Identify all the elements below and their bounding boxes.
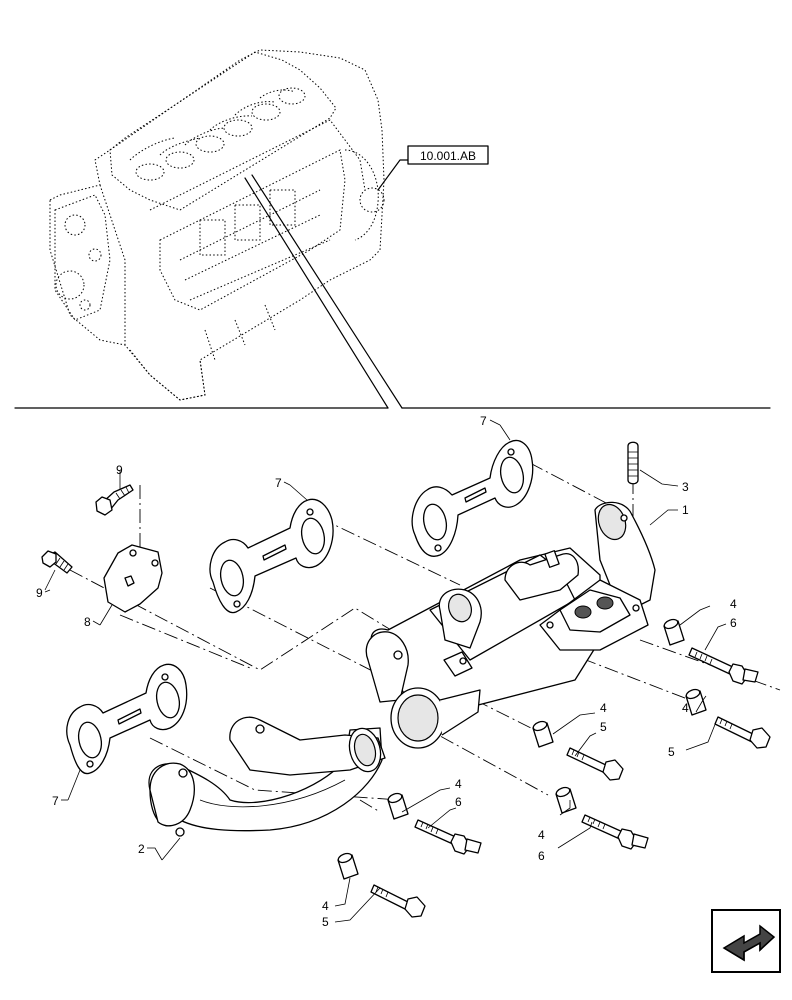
manifold-1 [365,501,656,749]
pipe-2 [148,716,386,837]
callout-numbers: 1 2 3 4 4 4 4 4 4 5 5 5 6 6 6 7 7 7 8 9 … [36,414,737,929]
callout-hooks [44,419,501,861]
reference-label: 10.001.AB [420,149,476,163]
callout-4-a[interactable]: 4 [730,597,737,611]
detail-pointer-line-a [244,177,389,409]
bracket-8 [103,544,163,613]
callout-5-a[interactable]: 5 [668,745,675,759]
gasket-7-middle [209,498,334,614]
bolt-5-f [370,884,426,918]
callout-leaders [44,424,727,923]
callout-8[interactable]: 8 [84,615,91,629]
spacer-4-d [555,786,577,814]
bolt-6-d [581,814,649,850]
callout-5-b[interactable]: 5 [600,720,607,734]
callout-1[interactable]: 1 [682,503,689,517]
spacer-4-a [663,618,685,646]
spacer-4-e [387,792,409,820]
callout-2[interactable]: 2 [138,842,145,856]
callout-4-d[interactable]: 4 [538,828,545,842]
bolt-6-a [688,647,759,685]
bolt-5-c [566,747,624,781]
spacer-4-c [532,720,554,748]
callout-7-b[interactable]: 7 [275,476,282,490]
spacer-4-b [685,688,707,716]
spacer-4-f [337,852,359,880]
reference-box[interactable] [407,145,489,165]
callout-6-a[interactable]: 6 [730,616,737,630]
callout-9-b[interactable]: 9 [36,586,43,600]
callout-6-c[interactable]: 6 [538,849,545,863]
gasket-7-lower-left [66,663,188,775]
callout-9-a[interactable]: 9 [116,463,123,477]
reference-callout: 10.001.AB [377,145,489,191]
bolt-5-b [714,716,771,749]
bolt-6-e [414,819,482,855]
gasket-7-top-right [411,439,534,557]
screw-9-upper [95,484,134,516]
callout-3[interactable]: 3 [682,480,689,494]
callout-5-c[interactable]: 5 [322,915,329,929]
arrow-icon[interactable] [711,909,781,973]
callout-7-c[interactable]: 7 [52,794,59,808]
callout-6-b[interactable]: 6 [455,795,462,809]
callout-4-c[interactable]: 4 [600,701,607,715]
callout-4-e[interactable]: 4 [455,777,462,791]
callout-4-f[interactable]: 4 [322,899,329,913]
callout-7-a[interactable]: 7 [480,414,487,428]
engine-block-phantom [49,49,385,401]
detail-pointer-line-b [251,174,403,409]
callout-4-b[interactable]: 4 [682,701,689,715]
stud-3 [627,441,639,485]
screw-9-lower [41,550,73,574]
